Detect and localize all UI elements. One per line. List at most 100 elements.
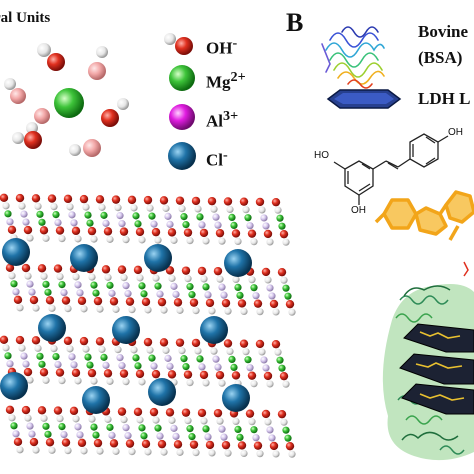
resveratrol-structure [333,133,449,205]
octahedral-column [255,339,274,388]
octahedral-column [47,336,66,385]
octahedral-column [5,405,24,454]
octahedral-column [79,194,98,243]
chloride-ball-icon [168,142,196,170]
octahedral-column [53,264,72,313]
octahedral-column [37,406,56,454]
octahedral-column [255,197,274,246]
bsa-label-line2: (BSA) [418,48,463,67]
interlayer-chloride-ions [0,238,252,414]
hydroxide-molecule [69,139,101,157]
octahedral-column [69,406,88,455]
chloride-ion [2,238,30,266]
bsa-protein-icon [321,26,385,89]
ldh-sheet [403,323,474,353]
molecule-label-oh-top: OH [448,127,463,138]
ldh-sheet [399,353,474,385]
octahedral-column [53,406,72,455]
octahedral-column [63,336,82,385]
octahedral-column [261,267,280,316]
structural-units [4,43,129,157]
octahedral-column [149,265,168,314]
octahedral-column [37,264,56,312]
octahedral-column [181,408,200,457]
octahedral-column [175,196,194,245]
octahedral-column [165,408,184,456]
ldh-sheet [401,383,474,415]
octahedral-column [239,197,258,246]
ligand-orange-structure [374,190,474,241]
octahedral-column [117,265,136,314]
octahedral-column [271,197,290,246]
chloride-ion [224,249,252,277]
octahedral-column [31,194,50,242]
octahedral-column [63,194,82,243]
bsa-label-line1: Bovine [418,22,469,41]
legend-label-hydroxide: OH- [206,35,238,58]
octahedral-column [133,265,152,314]
octahedral-column [181,266,200,315]
ldh-hydroxide-layer [0,335,290,388]
chloride-ion [70,244,98,272]
hydroxide-molecule [26,108,50,134]
octahedral-column [159,196,178,244]
ldh-layered-structure [0,193,296,458]
hydroxide-molecule [4,78,26,104]
octahedral-column [245,267,264,316]
octahedral-column [127,195,146,244]
octahedral-column [31,336,50,384]
octahedral-column [85,264,104,313]
panel-a-title: ral Units [0,10,51,26]
octahedral-column [245,409,264,458]
octahedral-column [143,195,162,244]
hydroxide-ball-icon [164,33,193,55]
octahedral-column [15,193,34,242]
octahedral-column [79,336,98,385]
octahedral-column [207,338,226,387]
molecule-label-oh-bottom: OH [351,205,366,216]
octahedral-column [197,408,216,457]
octahedral-column [69,264,88,313]
legend-icons [164,33,196,170]
ldh-hydroxide-layer [5,263,296,316]
octahedral-column [191,338,210,387]
magnesium-ball-icon [169,65,195,91]
octahedral-column [271,339,290,388]
octahedral-column [191,196,210,245]
legend-label-aluminium: Al3+ [206,108,239,131]
octahedral-column [133,407,152,456]
octahedral-column [207,196,226,245]
legend-label-magnesium: Mg2+ [206,69,246,92]
hydroxide-molecule [12,131,42,149]
octahedral-column [213,266,232,315]
octahedral-column [239,339,258,388]
octahedral-column [15,335,34,384]
ldh-layer-icon-highlight [334,93,394,104]
octahedral-column [277,267,296,316]
chloride-ion [148,378,176,406]
octahedral-column [127,337,146,386]
molecule-label-ho-left: HO [314,150,329,161]
chloride-ion [112,316,140,344]
octahedral-column [223,339,242,388]
ldh-label: LDH L [418,89,471,108]
hydroxide-molecule [37,43,65,71]
chloride-ion [38,314,66,342]
octahedral-column [159,338,178,386]
octahedral-column [261,409,280,458]
ldh-hydroxide-layer [0,193,290,246]
hydroxide-molecule [101,98,129,127]
panel-b-label: B [286,8,304,37]
octahedral-column [85,406,104,455]
octahedral-column [101,407,120,455]
octahedral-column [223,197,242,246]
octahedral-column [21,263,40,312]
octahedral-column [229,409,248,458]
octahedral-column [149,407,168,456]
octahedral-column [101,265,120,313]
magnesium-ion [54,88,84,118]
octahedral-column [0,193,18,242]
octahedral-column [175,338,194,387]
octahedral-column [111,337,130,386]
